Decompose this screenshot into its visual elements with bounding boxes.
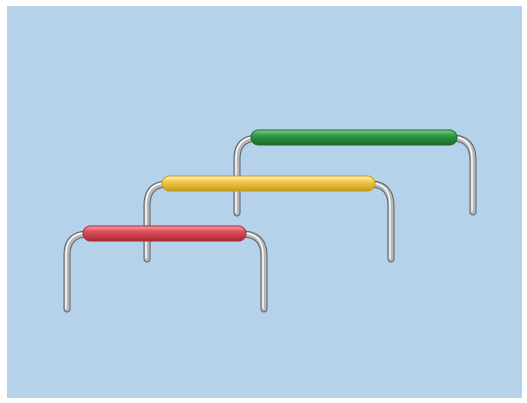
yellow-bar	[162, 176, 375, 191]
green-bar	[251, 130, 457, 145]
red-bar	[83, 226, 246, 241]
background-panel	[7, 6, 522, 398]
